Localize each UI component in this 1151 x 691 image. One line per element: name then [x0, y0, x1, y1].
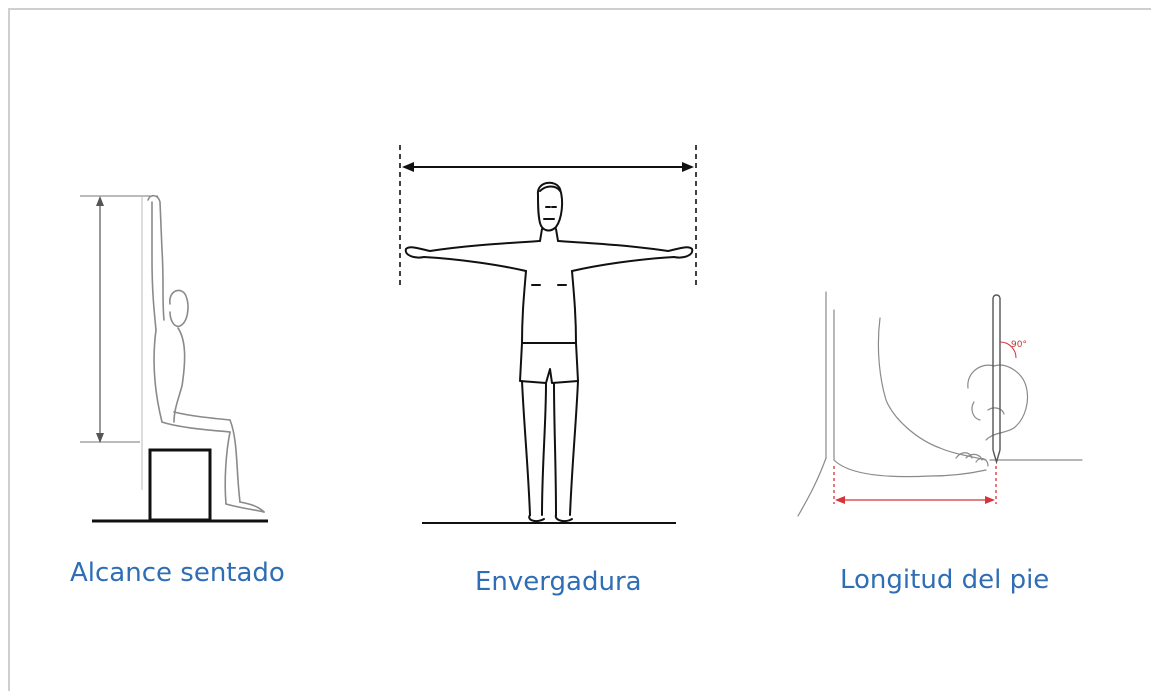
foot-length-caption: Longitud del pie — [840, 565, 1049, 595]
foot-length-panel: 90° Longitud del pie — [790, 290, 1090, 610]
foot-length-figure-icon — [790, 290, 1090, 530]
arm-span-figure-icon — [390, 145, 710, 525]
arm-span-panel: Envergadura — [390, 145, 710, 605]
seated-reach-figure-icon — [70, 190, 310, 530]
right-angle-label: 90° — [1011, 340, 1027, 350]
seated-reach-caption: Alcance sentado — [70, 558, 285, 588]
arm-span-caption: Envergadura — [475, 567, 642, 597]
diagram-frame: Alcance sentado — [8, 8, 1151, 691]
seated-reach-panel: Alcance sentado — [70, 190, 310, 610]
